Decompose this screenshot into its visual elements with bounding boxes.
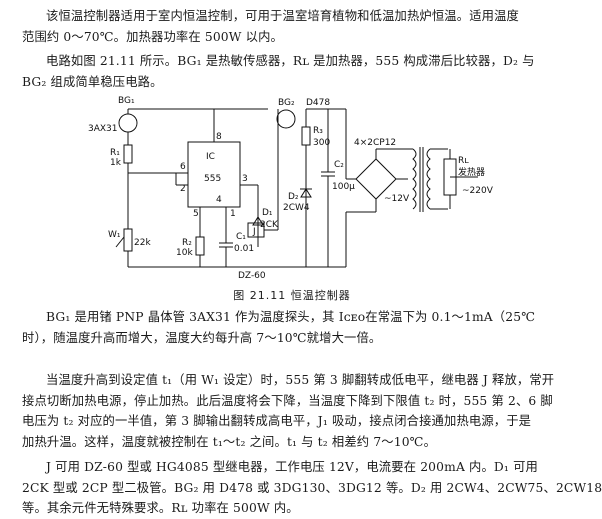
- r3-label: R₃: [313, 126, 323, 136]
- bridge-label: 4×2CP12: [354, 138, 396, 148]
- para4-line-4: 加热升温。这样，温度就被控制在 t₁～t₂ 之间。t₁ 与 t₂ 相差约 7～1…: [22, 434, 437, 449]
- para3-line-1: BG₁ 是用锗 PNP 晶体管 3AX31 作为温度探头，其 Iᴄᴇᴏ在常温下为…: [46, 310, 536, 324]
- circuit-intro-line-2: BG₂ 组成简单稳压电路。: [22, 74, 163, 89]
- w1-value-label: 22k: [134, 238, 151, 248]
- secondary-voltage-label: ~12V: [384, 194, 410, 204]
- pin-8-label: 8: [216, 132, 222, 142]
- bg1-label: BG₁: [118, 96, 135, 106]
- para4-line-1: 当温度升高到设定值 t₁（用 W₁ 设定）时，555 第 3 脚翻转成低电平，继…: [46, 373, 555, 387]
- r1-resistor-symbol: [123, 144, 133, 164]
- para3-line-2: 时），随温度升高而增大，温度大约每升高 7～10℃就增大一倍。: [22, 330, 382, 345]
- para4-line-3: 电压为 t₂ 对应的一半值，第 3 脚输出翻转成高电平，J₁ 吸动，接点闭合接通…: [22, 414, 532, 429]
- r3-resistor-symbol: [301, 126, 311, 146]
- pin-6-label: 6: [180, 162, 186, 172]
- para5-line-2: 2CK 型或 2CP 型二极管。BG₂ 用 D478 或 3DG130、3DG1…: [22, 480, 602, 495]
- bridge-rectifier-symbol: [355, 158, 397, 200]
- pin-1-label: 1: [230, 209, 236, 219]
- r2-value-label: 10k: [176, 248, 193, 258]
- para4-line-2: 接点切断加热电源，停止加热。此后温度将会下降，当温度下降到下限值 t₂ 时，55…: [22, 393, 553, 408]
- figure-caption: 图 21.11 恒温控制器: [233, 289, 351, 302]
- c1-value-label: 0.01: [234, 244, 254, 254]
- bg2-type-label: D478: [306, 98, 330, 108]
- para5-line-1: J 可用 DZ-60 型或 HG4085 型继电器，工作电压 12V，电流要在 …: [46, 460, 538, 474]
- pin-2-label: 2: [180, 184, 186, 194]
- circuit-diagram: BG₁ 3AX31 R₁ 1k IC 555 6 2 3 8 5 4 1 W₁ …: [88, 96, 494, 281]
- intro-line-2: 范围约 0～70℃。加热器功率在 500W 以内。: [22, 29, 283, 44]
- circuit-intro-paragraph: 电路如图 21.11 所示。BG₁ 是热敏传感器，Rʟ 是加热器，555 构成滞…: [22, 51, 570, 92]
- pin-4-label: 4: [216, 195, 222, 205]
- r1-label: R₁: [110, 148, 120, 158]
- rl-label: Rʟ: [458, 156, 469, 166]
- c1-label: C₁: [236, 232, 246, 242]
- components-paragraph: J 可用 DZ-60 型或 HG4085 型继电器，工作电压 12V，电流要在 …: [22, 457, 602, 519]
- operation-paragraph: 当温度升高到设定值 t₁（用 W₁ 设定）时，555 第 3 脚翻转成低电平，继…: [22, 370, 570, 452]
- c2-label: C₂: [334, 160, 344, 170]
- pin-5-label: 5: [193, 209, 199, 219]
- intro-line-1: 该恒温控制器适用于室内恒温控制，可用于温室培育植物和低温加热炉恒温。适用温度: [46, 9, 519, 23]
- d1-diode-symbol: [252, 216, 264, 226]
- r3-value-label: 300: [313, 138, 330, 148]
- d1-type-label: 2CK: [260, 220, 279, 230]
- bg1-description-paragraph: BG₁ 是用锗 PNP 晶体管 3AX31 作为温度探头，其 Iᴄᴇᴏ在常温下为…: [22, 307, 570, 348]
- ic-type-label: 555: [204, 174, 221, 184]
- w1-label: W₁: [108, 230, 121, 240]
- circuit-intro-line-1: 电路如图 21.11 所示。BG₁ 是热敏传感器，Rʟ 是加热器，555 构成滞…: [46, 54, 535, 68]
- transformer-primary-symbol: [426, 148, 431, 210]
- ic-label: IC: [206, 152, 215, 162]
- d1-label: D₁: [262, 208, 273, 218]
- bg2-label: BG₂: [278, 98, 295, 108]
- r1-value-label: 1k: [110, 158, 122, 168]
- pin-3-label: 3: [242, 174, 248, 184]
- rl-desc-label: 发热器: [458, 166, 485, 178]
- relay-label: J: [252, 227, 256, 237]
- bg2-transistor-symbol: [276, 109, 296, 129]
- c2-value-label: 100μ: [332, 182, 355, 192]
- d2-type-label: 2CW4: [283, 203, 310, 213]
- r2-label: R₂: [182, 238, 192, 248]
- w1-potentiometer-symbol: [123, 228, 133, 252]
- transformer-secondary-symbol: [412, 148, 417, 210]
- mains-voltage-label: ~220V: [462, 186, 494, 196]
- intro-paragraph: 该恒温控制器适用于室内恒温控制，可用于温室培育植物和低温加热炉恒温。适用温度 范…: [22, 6, 570, 47]
- d2-label: D₂: [288, 192, 299, 202]
- bg1-type-label: 3AX31: [88, 124, 118, 134]
- relay-type-label: DZ-60: [238, 271, 266, 281]
- r2-resistor-symbol: [195, 236, 205, 256]
- bg1-transistor-symbol: [118, 113, 138, 133]
- para5-line-3: 等。其余元件无特殊要求。Rʟ 功率在 500W 内。: [22, 501, 299, 516]
